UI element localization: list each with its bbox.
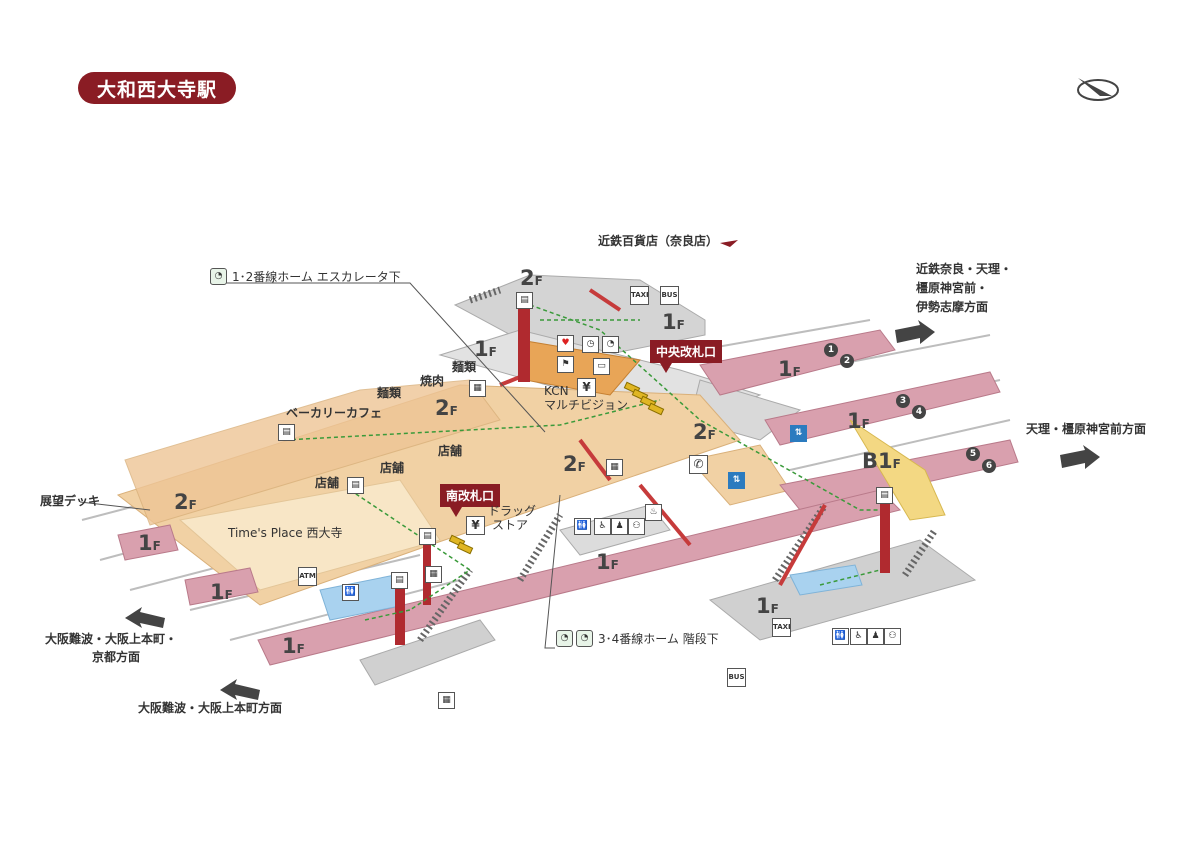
- ticket-gate-barriers: [448, 381, 665, 555]
- elevator-icon-south: ▤: [419, 528, 436, 545]
- stairs-note-icon-a: ◔: [556, 630, 573, 647]
- locker-icon-center: ▦: [606, 459, 623, 476]
- direction-tenri-kashihara: 天理・橿原神宮前方面: [1026, 422, 1147, 436]
- floor-b1-track56: B1F: [862, 449, 901, 473]
- elevator-icon-top: ▤: [516, 292, 533, 309]
- toilet-icon-left: 🚻: [342, 584, 359, 601]
- direction-osaka-kyoto-line2: 京都方面: [92, 650, 141, 664]
- locker-icon-noodles: ▦: [469, 380, 486, 397]
- wheelchair-icon-right: ♿: [850, 628, 867, 645]
- family-icon-right: ⚇: [884, 628, 901, 645]
- floor-2f-center: 2F: [563, 452, 586, 476]
- toilet-icon-right: 🚻: [832, 628, 849, 645]
- direction-osaka: 大阪難波・大阪上本町方面: [138, 701, 283, 715]
- noodles-a-label: 麺類: [452, 360, 477, 374]
- escalator-note-label: 1･2番線ホーム エスカレータ下: [232, 270, 401, 284]
- aed-icon: ♥: [557, 335, 574, 352]
- direction-nara-line1: 近鉄奈良・天理・: [916, 262, 1013, 276]
- yakiniku-label: 焼肉: [420, 374, 445, 388]
- direction-nara-line2: 橿原神宮前・: [916, 281, 989, 295]
- atm-icon: ATM: [298, 567, 317, 586]
- floor-1f-left: 1F: [138, 531, 161, 555]
- floor-2f-top: 2F: [520, 266, 543, 290]
- info-clock-icon: ◷: [582, 336, 599, 353]
- platform-number-4: 4: [912, 405, 926, 419]
- flag-icon: ⚑: [557, 356, 574, 373]
- elevator-icon-right: ▤: [876, 487, 893, 504]
- nursing-icon-right: ♟: [867, 628, 884, 645]
- escalators: [499, 288, 827, 586]
- locker-icon-bottom: ▦: [438, 692, 455, 709]
- elevator-icon-shop: ▤: [347, 477, 364, 494]
- direction-nara-line3: 伊勢志摩方面: [916, 300, 989, 314]
- dept-store-label: 近鉄百貨店（奈良店）: [598, 234, 719, 248]
- elevator-blue-icon-a: ⇅: [790, 425, 807, 442]
- direction-arrows: [125, 240, 1100, 700]
- family-icon-center: ⚇: [628, 518, 645, 535]
- shop-c-label: 店舗: [315, 476, 340, 490]
- platform-number-1: 1: [824, 343, 838, 357]
- toilet-icon-center: 🚻: [574, 518, 591, 535]
- nursing-icon-center: ♟: [611, 518, 628, 535]
- floor-2f-left: 2F: [174, 490, 197, 514]
- drugstore-label-line2: ストア: [492, 518, 529, 532]
- floor-1f-right-low: 1F: [756, 594, 779, 618]
- screen-icon: ▭: [593, 358, 610, 375]
- stairs-note-icon-b: ◔: [576, 630, 593, 647]
- taxi-icon-top: TAXI: [630, 286, 649, 305]
- taxi-icon-bottom: TAXI: [772, 618, 791, 637]
- accessible-routes: [284, 304, 881, 621]
- bus-icon-top: BUS: [660, 286, 679, 305]
- floor-1f-track34: 1F: [847, 409, 870, 433]
- floor-1f-lower: 1F: [210, 580, 233, 604]
- central-gate-label: 中央改札口: [650, 340, 723, 373]
- compass-icon: [1077, 78, 1119, 101]
- floor-2f-mid: 2F: [435, 396, 458, 420]
- floor-1f-bottom: 1F: [282, 634, 305, 658]
- shop-b-label: 店舗: [380, 461, 405, 475]
- station-name-badge: 大和西大寺駅: [78, 72, 236, 104]
- platform-number-6: 6: [982, 459, 996, 473]
- noodles-b-label: 麺類: [377, 386, 402, 400]
- phone-icon: ✆: [689, 455, 708, 474]
- callout-leaders: [79, 282, 561, 649]
- floor-1f-left-stair: 1F: [474, 337, 497, 361]
- kcn-label-line2: マルチビジョン: [544, 398, 629, 412]
- times-place-label: Time's Place 西大寺: [228, 526, 343, 540]
- yen-icon-south: ¥: [466, 516, 485, 535]
- floor-1f-center: 1F: [596, 550, 619, 574]
- kcn-label-line1: KCN: [544, 384, 569, 398]
- shop-a-label: 店舗: [438, 444, 463, 458]
- elevator-blue-icon-b: ⇅: [728, 472, 745, 489]
- platform-number-2: 2: [840, 354, 854, 368]
- escalator-sign-icon: ◔: [602, 336, 619, 353]
- locker-icon-south: ▦: [425, 566, 442, 583]
- direction-osaka-kyoto-line1: 大阪難波・大阪上本町・: [45, 632, 178, 646]
- b1-connector: [849, 419, 946, 521]
- floor-2f-right: 2F: [693, 420, 716, 444]
- elevator-icon-lower: ▤: [391, 572, 408, 589]
- yen-icon-kcn: ¥: [577, 378, 596, 397]
- floor-1f-top: 1F: [662, 310, 685, 334]
- platform-number-3: 3: [896, 394, 910, 408]
- south-gate-label: 南改札口: [440, 484, 501, 517]
- floor-1f-track12: 1F: [778, 357, 801, 381]
- platform-number-5: 5: [966, 447, 980, 461]
- escalator-note-icon: ◔: [210, 268, 227, 285]
- bakery-label: ベーカリーカフェ: [286, 406, 383, 420]
- deck-label: 展望デッキ: [40, 494, 101, 508]
- drugstore-label-line1: ドラッグ: [488, 504, 537, 518]
- wheelchair-icon-center: ♿: [594, 518, 611, 535]
- bus-icon-bottom: BUS: [727, 668, 746, 687]
- elevator-icon-bakery: ▤: [278, 424, 295, 441]
- stairs-note-label: 3･4番線ホーム 階段下: [598, 632, 719, 646]
- smoking-icon: ♨: [645, 504, 662, 521]
